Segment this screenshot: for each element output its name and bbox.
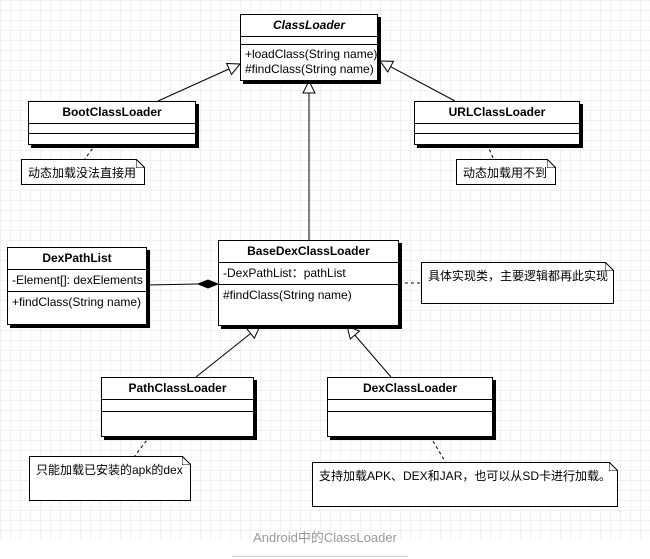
note-urlclassloader-text: 动态加载用不到: [463, 166, 548, 180]
class-basedexclassloader-name: BaseDexClassLoader: [219, 241, 398, 263]
path-generalization: [195, 326, 260, 378]
diagram-canvas: ClassLoader +loadClass(String name) #fin…: [0, 0, 650, 540]
note-basedexclassloader-text: 具体实现类，主要逻辑都再此实现: [428, 269, 609, 283]
class-classloader-methods: +loadClass(String name) #findClass(Strin…: [241, 45, 377, 79]
note-fold-icon: [182, 456, 191, 465]
class-bootclassloader-attributes: [29, 124, 195, 134]
class-dexpathlist-name: DexPathList: [8, 248, 146, 270]
note-fold-icon: [136, 159, 145, 168]
note-dexclassloader-text: 支持加载APK、DEX和JAR，也可以从SD卡进行加载。: [319, 469, 612, 483]
note-bootclassloader: 动态加载没法直接用: [21, 159, 145, 185]
class-pathclassloader-attributes: [102, 400, 253, 412]
class-bootclassloader[interactable]: BootClassLoader: [28, 101, 196, 145]
url-generalization: [380, 61, 456, 102]
caption-underline: [232, 556, 408, 557]
class-dexpathlist-method: +findClass(String name): [12, 295, 142, 309]
note-pathclassloader: 只能加载已安装的apk的dex: [29, 456, 191, 501]
note-basedexclassloader: 具体实现类，主要逻辑都再此实现: [421, 262, 614, 304]
class-classloader-method: +loadClass(String name): [245, 47, 378, 61]
boot-generalization: [157, 64, 240, 102]
note-fold-icon: [609, 462, 618, 471]
class-dexclassloader-name: DexClassLoader: [328, 378, 492, 400]
class-pathclassloader-name: PathClassLoader: [102, 378, 253, 400]
class-dexclassloader-attributes: [328, 400, 492, 412]
class-classloader-name: ClassLoader: [241, 15, 377, 37]
composition-diamond: [196, 279, 220, 289]
class-dexpathlist-methods: +findClass(String name): [8, 292, 146, 313]
class-bootclassloader-methods: [29, 134, 195, 144]
class-basedexclassloader-attribute: -DexPathList：pathList: [223, 266, 346, 280]
class-dexpathlist-attribute: -Element[]: dexElements: [12, 273, 143, 287]
url-note-anchor: [486, 143, 495, 161]
class-basedexclassloader[interactable]: BaseDexClassLoader -DexPathList：pathList…: [218, 240, 399, 326]
class-basedexclassloader-attributes: -DexPathList：pathList: [219, 263, 398, 285]
class-dexclassloader-methods: [328, 412, 492, 436]
note-pathclassloader-text: 只能加载已安装的apk的dex: [36, 463, 183, 477]
note-bootclassloader-text: 动态加载没法直接用: [28, 166, 137, 180]
class-urlclassloader-methods: [415, 134, 579, 144]
note-fold-icon: [547, 159, 556, 168]
note-dexclassloader: 支持加载APK、DEX和JAR，也可以从SD卡进行加载。: [312, 462, 618, 507]
dex-generalization: [347, 326, 392, 378]
class-dexpathlist[interactable]: DexPathList -Element[]: dexElements +fin…: [7, 247, 147, 325]
class-dexpathlist-attributes: -Element[]: dexElements: [8, 270, 146, 292]
note-urlclassloader: 动态加载用不到: [456, 159, 556, 185]
composition-line: [146, 283, 199, 286]
class-urlclassloader[interactable]: URLClassLoader: [414, 101, 580, 145]
class-classloader[interactable]: ClassLoader +loadClass(String name) #fin…: [240, 14, 378, 81]
class-classloader-method: #findClass(String name): [245, 62, 374, 76]
class-basedexclassloader-methods: #findClass(String name): [219, 285, 398, 306]
class-bootclassloader-name: BootClassLoader: [29, 102, 195, 124]
path-note-anchor: [133, 435, 151, 458]
class-pathclassloader[interactable]: PathClassLoader: [101, 377, 254, 437]
class-urlclassloader-name: URLClassLoader: [415, 102, 579, 124]
class-dexclassloader[interactable]: DexClassLoader: [327, 377, 493, 437]
class-urlclassloader-attributes: [415, 124, 579, 134]
boot-note-anchor: [83, 143, 97, 161]
note-fold-icon: [605, 262, 614, 271]
figure-caption: Android中的ClassLoader: [253, 530, 397, 545]
connectors: [83, 0, 495, 464]
class-basedexclassloader-method: #findClass(String name): [223, 288, 352, 302]
class-classloader-attributes: [241, 37, 377, 45]
class-pathclassloader-methods: [102, 412, 253, 436]
dex-note-anchor: [429, 435, 447, 464]
